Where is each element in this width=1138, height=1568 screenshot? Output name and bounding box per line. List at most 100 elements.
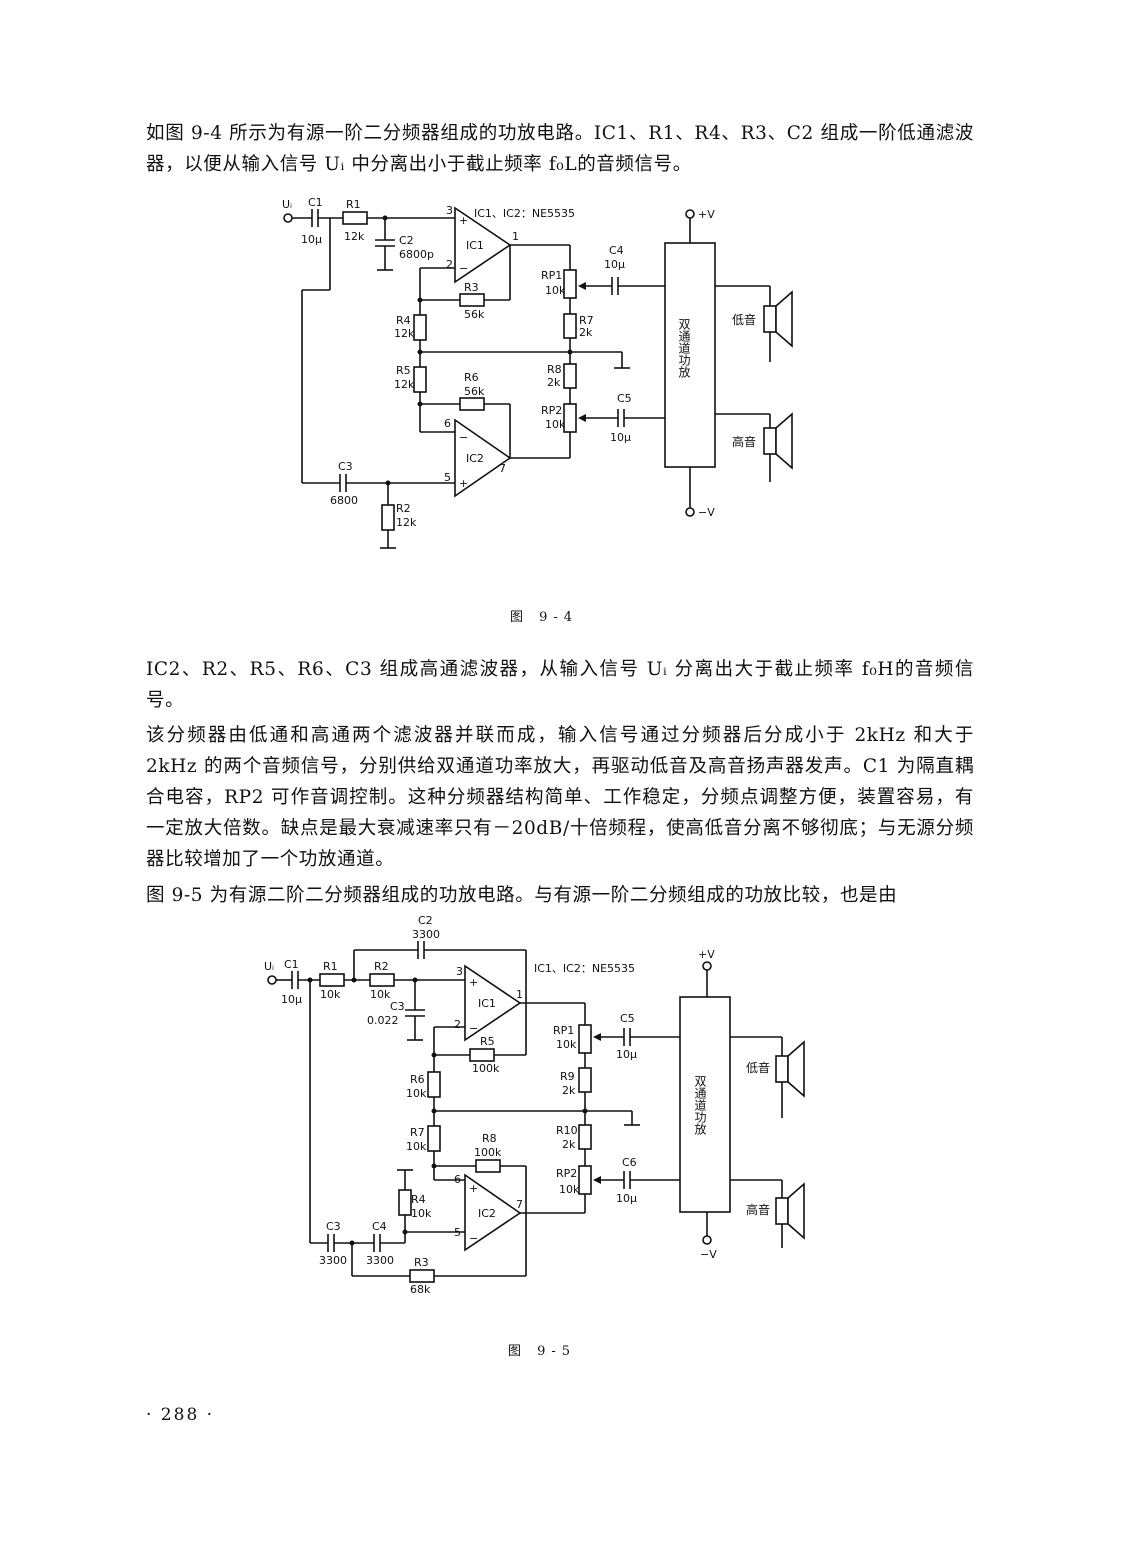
svg-text:+V: +V xyxy=(698,948,715,961)
svg-text:C5: C5 xyxy=(620,1012,635,1025)
svg-text:C2: C2 xyxy=(399,234,414,247)
svg-text:R2: R2 xyxy=(396,502,411,515)
svg-text:3300: 3300 xyxy=(412,928,440,941)
svg-text:2k: 2k xyxy=(562,1138,576,1151)
svg-text:3: 3 xyxy=(446,204,453,217)
figure-9-4-caption: 图 9-4 xyxy=(510,610,579,625)
svg-text:2: 2 xyxy=(454,1018,461,1031)
svg-text:+: + xyxy=(459,477,468,490)
svg-text:10μ: 10μ xyxy=(301,233,322,246)
fig1-treble-label: 高音 xyxy=(732,434,756,449)
svg-text:10k: 10k xyxy=(370,988,391,1001)
svg-text:5: 5 xyxy=(454,1226,461,1239)
svg-text:R1: R1 xyxy=(323,960,338,973)
fig1-input-label: Uᵢ xyxy=(282,198,292,211)
fig1-amp-label: 双通道功放 xyxy=(677,318,691,378)
svg-text:10μ: 10μ xyxy=(616,1192,637,1205)
svg-text:2k: 2k xyxy=(579,326,593,339)
svg-text:3300: 3300 xyxy=(366,1254,394,1267)
svg-text:6: 6 xyxy=(444,417,451,430)
svg-text:12k: 12k xyxy=(344,230,365,243)
svg-text:R10: R10 xyxy=(556,1124,578,1137)
svg-text:R3: R3 xyxy=(414,1256,429,1269)
fig1-bass-label: 低音 xyxy=(732,312,756,327)
svg-text:−: − xyxy=(459,431,468,444)
fig2-bass-label: 低音 xyxy=(746,1060,770,1075)
paragraph-2: IC2、R2、R5、R6、C3 组成高通滤波器，从输入信号 Uᵢ 分离出大于截止… xyxy=(146,659,974,711)
paragraph-3: 该分频器由低通和高通两个滤波器并联而成，输入信号通过分频器后分成小于 2kHz … xyxy=(146,725,974,870)
svg-text:−: − xyxy=(459,262,468,275)
svg-text:RP2: RP2 xyxy=(556,1167,577,1180)
svg-text:10k: 10k xyxy=(556,1038,577,1051)
fig2-amp-label: 双通道功放 xyxy=(693,1075,707,1135)
svg-text:R5: R5 xyxy=(480,1035,495,1048)
svg-text:R6: R6 xyxy=(464,371,479,384)
svg-text:−V: −V xyxy=(700,1248,717,1261)
svg-text:100k: 100k xyxy=(474,1146,502,1159)
svg-text:R4: R4 xyxy=(396,314,411,327)
svg-text:IC1: IC1 xyxy=(478,997,496,1010)
svg-text:10k: 10k xyxy=(545,418,566,431)
svg-text:2k: 2k xyxy=(562,1084,576,1097)
svg-text:3: 3 xyxy=(456,965,463,978)
svg-text:+: + xyxy=(459,214,468,227)
svg-text:RP1: RP1 xyxy=(553,1024,574,1037)
svg-text:C5: C5 xyxy=(617,392,632,405)
fig2-treble-label: 高音 xyxy=(746,1202,770,1217)
svg-text:−: − xyxy=(469,1022,478,1035)
svg-text:IC1、IC2：NE5535: IC1、IC2：NE5535 xyxy=(534,962,635,975)
svg-text:1: 1 xyxy=(516,988,523,1001)
svg-text:56k: 56k xyxy=(464,308,485,321)
paragraph-4: 图 9-5 为有源二阶二分频器组成的功放电路。与有源一阶二分频组成的功放比较，也… xyxy=(146,885,898,906)
svg-text:C4: C4 xyxy=(372,1220,387,1233)
svg-text:R5: R5 xyxy=(396,364,411,377)
svg-text:−V: −V xyxy=(698,506,715,519)
svg-text:RP1: RP1 xyxy=(541,269,562,282)
svg-text:+V: +V xyxy=(698,208,715,221)
svg-text:C3: C3 xyxy=(338,460,353,473)
figure-9-5-caption: 图 9-5 xyxy=(508,1344,577,1359)
svg-text:7: 7 xyxy=(499,462,506,475)
svg-text:+: + xyxy=(469,976,478,989)
svg-text:3300: 3300 xyxy=(319,1254,347,1267)
svg-text:6: 6 xyxy=(454,1173,461,1186)
svg-text:10k: 10k xyxy=(559,1183,580,1196)
svg-text:IC1、IC2：NE5535: IC1、IC2：NE5535 xyxy=(474,207,575,220)
svg-text:10μ: 10μ xyxy=(616,1048,637,1061)
svg-text:68k: 68k xyxy=(410,1283,431,1296)
svg-text:RP2: RP2 xyxy=(541,404,562,417)
svg-text:12k: 12k xyxy=(394,327,415,340)
svg-text:2k: 2k xyxy=(547,376,561,389)
svg-text:6800p: 6800p xyxy=(399,248,434,261)
svg-text:C2: C2 xyxy=(418,914,433,927)
svg-text:10k: 10k xyxy=(406,1087,427,1100)
svg-text:56k: 56k xyxy=(464,385,485,398)
svg-text:C1: C1 xyxy=(284,958,299,971)
svg-text:IC1: IC1 xyxy=(466,239,484,252)
svg-text:R1: R1 xyxy=(346,198,361,211)
svg-text:R2: R2 xyxy=(374,960,389,973)
svg-text:C1: C1 xyxy=(308,196,323,209)
svg-text:10μ: 10μ xyxy=(610,431,631,444)
svg-text:10μ: 10μ xyxy=(604,258,625,271)
svg-text:100k: 100k xyxy=(472,1062,500,1075)
svg-text:10k: 10k xyxy=(406,1140,427,1153)
svg-text:10k: 10k xyxy=(411,1207,432,1220)
svg-text:R7: R7 xyxy=(579,314,594,327)
svg-text:12k: 12k xyxy=(396,516,417,529)
svg-text:C3: C3 xyxy=(326,1220,341,1233)
svg-text:0.022: 0.022 xyxy=(367,1014,399,1027)
svg-text:R8: R8 xyxy=(547,363,562,376)
svg-text:IC2: IC2 xyxy=(466,452,484,465)
svg-text:R6: R6 xyxy=(410,1073,425,1086)
svg-text:R3: R3 xyxy=(464,281,479,294)
svg-text:12k: 12k xyxy=(394,378,415,391)
paragraph-1: 如图 9-4 所示为有源一阶二分频器组成的功放电路。IC1、R1、R4、R3、C… xyxy=(146,123,974,175)
page-number: · 288 · xyxy=(146,1405,215,1425)
svg-text:C4: C4 xyxy=(609,244,624,257)
svg-text:10μ: 10μ xyxy=(281,993,302,1006)
svg-text:6800: 6800 xyxy=(330,494,358,507)
svg-text:R4: R4 xyxy=(411,1193,426,1206)
svg-text:C6: C6 xyxy=(622,1156,637,1169)
svg-text:C3: C3 xyxy=(390,1000,405,1013)
